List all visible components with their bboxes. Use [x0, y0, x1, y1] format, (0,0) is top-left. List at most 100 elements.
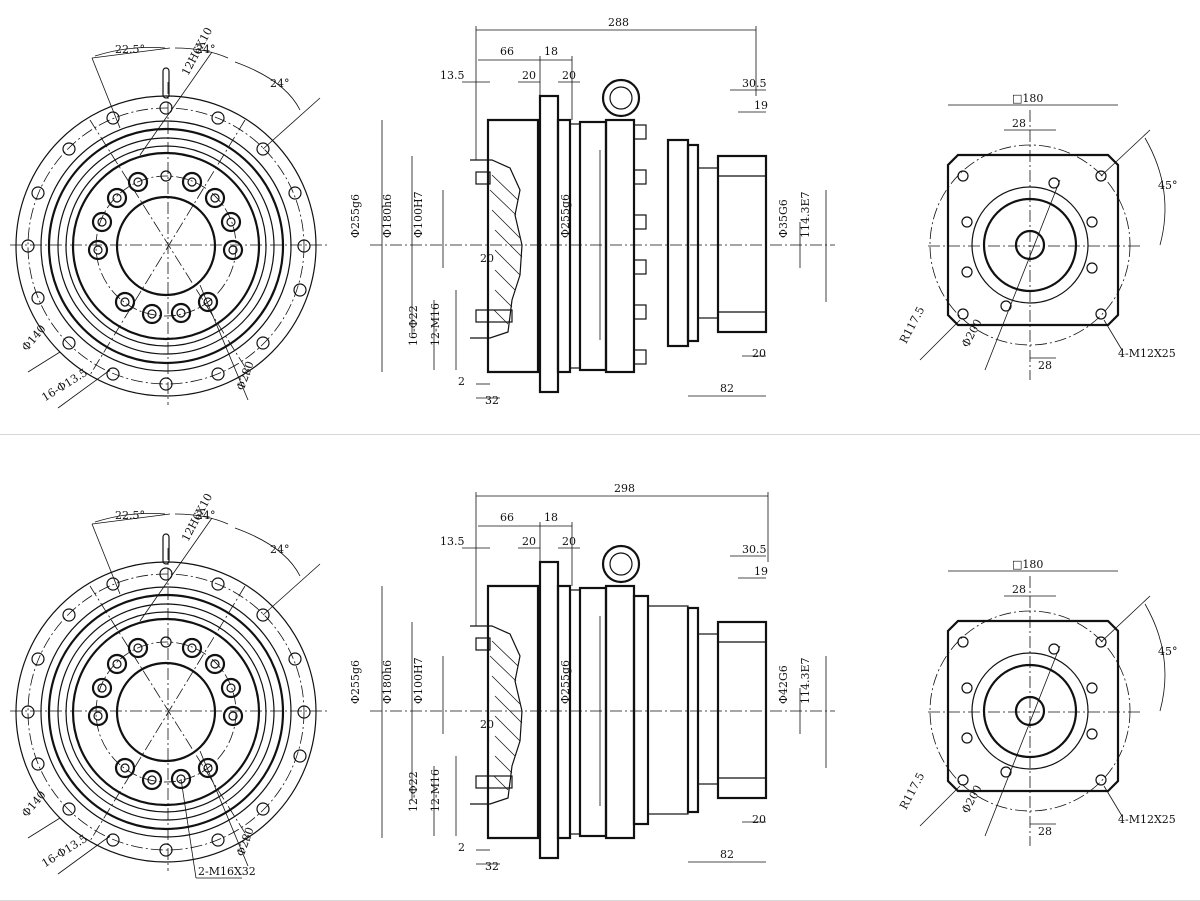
dim-28-top-label: 28 [1012, 583, 1026, 596]
lifting-eye [601, 544, 641, 584]
thread-callout: 2-M16X32 [198, 865, 256, 878]
dia-100-label: Φ100H7 [412, 657, 425, 704]
housing-left [486, 584, 540, 840]
motor-adapter [716, 154, 768, 334]
holes-22-label: 16-Φ22 [407, 305, 420, 346]
dia-100-label: Φ100H7 [412, 191, 425, 238]
output-shaft [1014, 695, 1046, 727]
dim-13-5-label: 13.5 [440, 69, 465, 82]
stud [475, 309, 513, 323]
square-180-label: □180 [1012, 92, 1044, 105]
lifting-pin [162, 533, 170, 565]
outer-bolt-holes [21, 567, 311, 857]
angle-24-label: 24° [270, 543, 290, 556]
dim-20-inner-label: 20 [480, 718, 494, 731]
dim-2-label: 2 [458, 841, 465, 854]
dia-180-label: Φ180h6 [381, 659, 394, 704]
threads-label: 4-M12X25 [1118, 347, 1176, 360]
dim-20-inner-label: 20 [480, 252, 494, 265]
dim-20-label: 20 [562, 535, 576, 548]
stud [475, 775, 513, 789]
bolt-circle-280 [27, 573, 305, 851]
front-view [10, 512, 330, 879]
flange-view [919, 104, 1166, 380]
m16-label: 12-M16 [429, 303, 442, 346]
square-180-label: □180 [1012, 558, 1044, 571]
square-flange [946, 619, 1120, 793]
bolt-circle-140 [95, 175, 237, 317]
dim-18-label: 18 [544, 45, 558, 58]
inner-bolt-holes [87, 636, 244, 791]
bolt-circle-140 [95, 641, 237, 783]
dim-82-label: 82 [720, 382, 734, 395]
angle-24-label: 24° [196, 43, 216, 56]
dia-180-label: Φ180h6 [381, 193, 394, 238]
motor-flange [647, 605, 689, 815]
gear-housing [604, 118, 636, 374]
dim-28-top-label: 28 [1012, 117, 1026, 130]
dim-20-right-label: 20 [752, 813, 766, 826]
overall-length-label: 288 [608, 16, 629, 29]
dia-255-label: Φ255g6 [349, 193, 362, 238]
dim-28-bottom-label: 28 [1038, 359, 1052, 372]
lifting-pin [162, 67, 170, 99]
center-bore [115, 661, 217, 763]
dim-82-label: 82 [720, 848, 734, 861]
drawing-panel-top: 22.5° 24° 24° 12H6X10 Φ280 Φ140 16-Φ13.5… [0, 0, 1200, 435]
angle-22-5-label: 22.5° [115, 509, 145, 522]
center-bore [115, 195, 217, 297]
side-view [370, 492, 835, 865]
dim-13-5-label: 13.5 [440, 535, 465, 548]
dia-255-mid-label: Φ255g6 [559, 193, 572, 238]
dim-20-label: 20 [522, 69, 536, 82]
drawing-panel-bottom: 22.5° 24° 24° 12H6X10 Φ280 Φ140 16-Φ13.5… [0, 466, 1200, 901]
angle-24-label: 24° [270, 77, 290, 90]
output-shaft [1014, 229, 1046, 261]
inner-bolt-holes [87, 170, 244, 325]
dia-255-mid-label: Φ255g6 [559, 659, 572, 704]
dim-30-5-label: 30.5 [742, 543, 767, 556]
square-flange [946, 153, 1120, 327]
dim-114-label: 114.3E7 [799, 191, 812, 238]
shaft-dia-label: Φ42G6 [777, 665, 790, 704]
hatch-section [489, 174, 523, 325]
dim-30-5-label: 30.5 [742, 77, 767, 90]
bolt-circle-280 [27, 107, 305, 385]
housing-left [486, 118, 540, 374]
threads-label: 4-M12X25 [1118, 813, 1176, 826]
angle-45-label: 45° [1158, 645, 1178, 658]
hatch-section [489, 640, 523, 791]
side-view [370, 26, 835, 399]
lifting-eye [601, 78, 641, 118]
angle-45-label: 45° [1158, 179, 1178, 192]
dim-28-bottom-label: 28 [1038, 825, 1052, 838]
dim-114-label: 114.3E7 [799, 657, 812, 704]
dim-32-label: 32 [485, 394, 499, 407]
overall-length-label: 298 [614, 482, 635, 495]
dim-20-right-label: 20 [752, 347, 766, 360]
dim-2-label: 2 [458, 375, 465, 388]
outer-rim [15, 561, 317, 863]
m16-label: 12-M16 [429, 769, 442, 812]
flange-view [919, 570, 1166, 846]
flange-plate [538, 560, 560, 860]
dim-19-label: 19 [754, 565, 768, 578]
gear-housing [604, 584, 636, 840]
dim-66-label: 66 [500, 511, 514, 524]
angle-22-5-label: 22.5° [115, 43, 145, 56]
dim-20-label: 20 [562, 69, 576, 82]
holes-22-label: 12-Φ22 [407, 771, 420, 812]
motor-adapter [716, 620, 768, 800]
dia-255-label: Φ255g6 [349, 659, 362, 704]
dim-32-label: 32 [485, 860, 499, 873]
flange-plate [538, 94, 560, 394]
angle-24-label: 24° [196, 509, 216, 522]
front-view [10, 46, 330, 409]
outer-rim [15, 95, 317, 397]
outer-bolt-holes [21, 101, 311, 391]
dim-19-label: 19 [754, 99, 768, 112]
dim-66-label: 66 [500, 45, 514, 58]
motor-flange [666, 138, 690, 348]
drawing-panel-bottom-svg [10, 492, 1166, 879]
